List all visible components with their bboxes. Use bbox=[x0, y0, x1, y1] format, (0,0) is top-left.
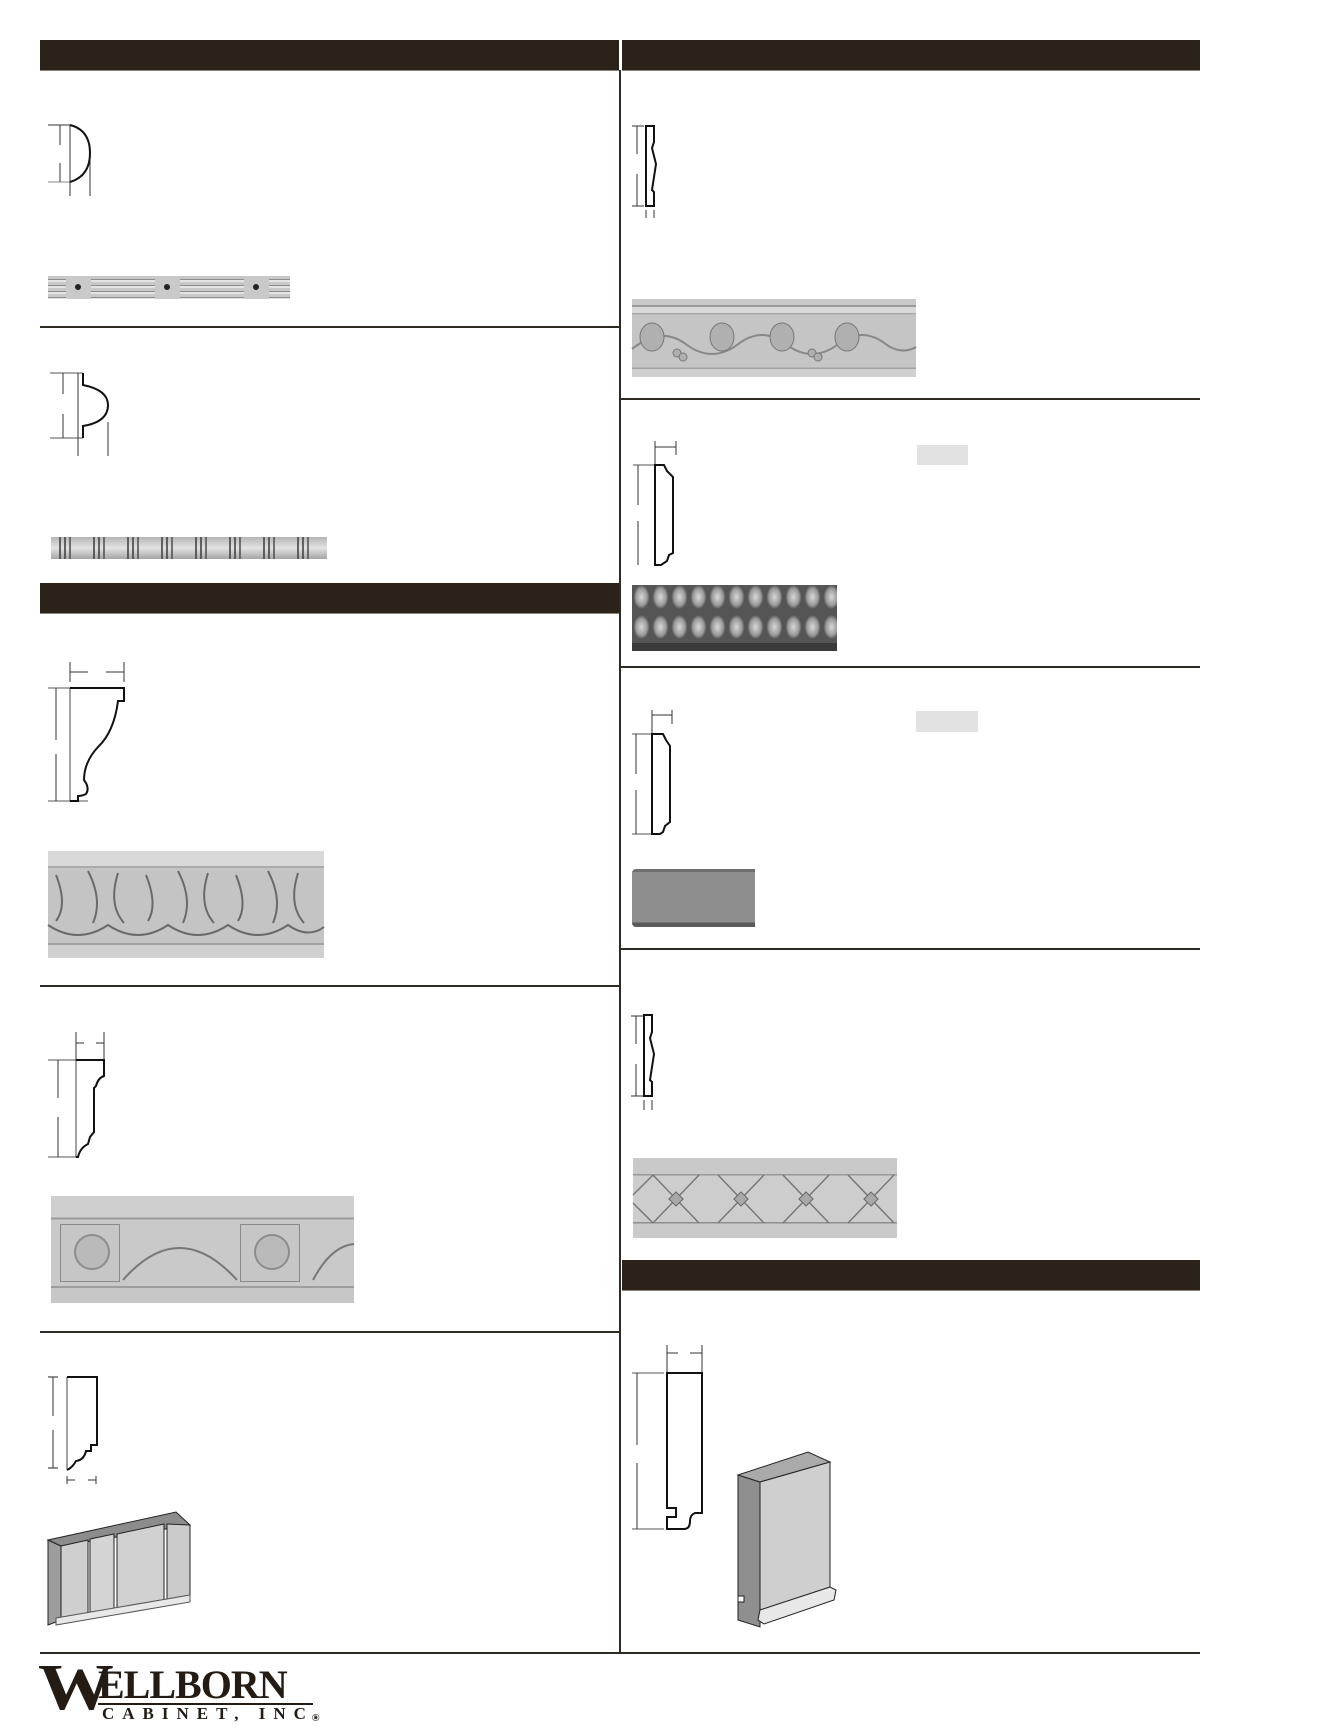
bead-and-reel-photo bbox=[51, 537, 327, 559]
left-middle-section-header bbox=[40, 583, 619, 614]
acanthus-carving-photo bbox=[47, 851, 325, 958]
toe-kick-3d-rendering bbox=[736, 1451, 837, 1628]
stepped-ogee-profile-drawing bbox=[48, 1376, 98, 1484]
stepped-cove-profile-drawing bbox=[48, 1032, 105, 1158]
left-top-section-header bbox=[40, 40, 619, 71]
placeholder-tag bbox=[916, 711, 978, 732]
cove-crown-profile-drawing bbox=[48, 662, 125, 802]
chamfered-flat-profile-drawing bbox=[632, 710, 673, 835]
section-divider bbox=[620, 666, 1200, 668]
column-divider bbox=[619, 70, 621, 1654]
fluted-moulding-photo bbox=[48, 276, 290, 299]
logo-rule bbox=[98, 1703, 313, 1705]
logo-subtitle: CABINET, INC. bbox=[102, 1704, 327, 1723]
wellborn-logo: W ELLBORN CABINET, INC. ® bbox=[38, 1655, 328, 1725]
placeholder-tag bbox=[917, 445, 968, 465]
tall-grooved-profile-drawing bbox=[632, 1345, 703, 1530]
chamfered-flat-profile-drawing bbox=[633, 441, 677, 566]
flat-wave-profile-drawing bbox=[631, 1014, 656, 1110]
half-round-profile-drawing bbox=[48, 124, 92, 196]
footer-rule bbox=[40, 1652, 1200, 1654]
right-bottom-section-header bbox=[622, 1260, 1200, 1291]
section-divider bbox=[620, 948, 1200, 950]
logo-wordmark: ELLBORN bbox=[98, 1662, 288, 1707]
stepped-base-3d-rendering bbox=[46, 1511, 192, 1626]
bead-profile-drawing bbox=[50, 372, 110, 456]
logo-initial: W bbox=[38, 1651, 114, 1724]
rosette-arch-carving-photo bbox=[51, 1196, 355, 1303]
tulip-lattice-carving-photo bbox=[632, 585, 837, 651]
right-top-section-header bbox=[622, 40, 1200, 71]
registered-mark: ® bbox=[312, 1713, 320, 1724]
section-divider bbox=[40, 1331, 620, 1333]
basket-weave-carving-photo bbox=[632, 1158, 897, 1238]
plain-flat-moulding-photo bbox=[632, 869, 755, 927]
section-divider bbox=[620, 398, 1200, 400]
section-divider bbox=[40, 985, 620, 987]
grape-vine-carving-photo bbox=[631, 299, 917, 377]
section-divider bbox=[40, 326, 620, 328]
flat-wave-profile-drawing bbox=[632, 125, 658, 218]
